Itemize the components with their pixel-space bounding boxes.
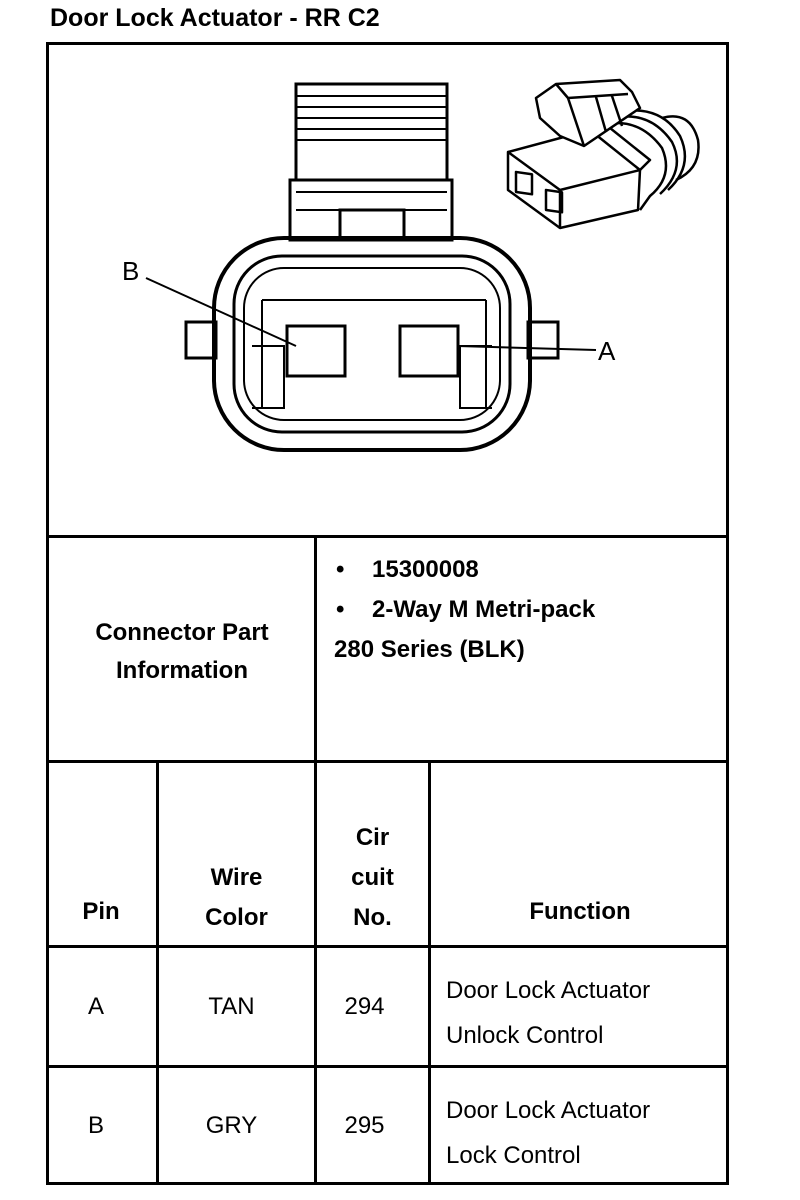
- header-circuit-line1: Cir: [355, 824, 390, 851]
- row-a-pin: A: [87, 993, 104, 1020]
- divider-partinfo-bottom: [46, 760, 729, 763]
- header-wire-line1: Wire: [210, 864, 263, 891]
- divider-row-a-bottom: [46, 1065, 729, 1068]
- bullet-part-number: •: [336, 556, 345, 583]
- pin-cavity-a: [398, 324, 460, 378]
- header-circuit-no: Cir cuit No.: [317, 818, 428, 938]
- header-wire-color: Wire Color: [159, 858, 314, 938]
- divider-partinfo-vertical: [314, 535, 317, 1185]
- connector-body: [184, 236, 560, 452]
- row-a-function-line1: Door Lock Actuator: [446, 977, 651, 1004]
- connector-info-frame: [46, 42, 729, 1185]
- row-a-wire-color: TAN: [208, 993, 255, 1020]
- leader-line-b: [145, 277, 297, 347]
- part-info-label-line1: Connector Part: [95, 619, 269, 646]
- row-b-wire-color: GRY: [205, 1112, 258, 1139]
- bullet-description: •: [336, 596, 345, 623]
- part-info-label: Connector Part Information: [50, 614, 314, 690]
- header-wire-line2: Color: [205, 904, 268, 931]
- pin-label-b: B: [122, 256, 139, 286]
- part-info-label-line2: Information: [116, 657, 248, 684]
- header-circuit-line3: No.: [353, 904, 392, 931]
- row-b-pin: B: [87, 1112, 104, 1139]
- row-b-circuit: 295: [344, 1112, 385, 1139]
- leader-line-a: [457, 345, 597, 351]
- pin-label-a: A: [598, 336, 616, 366]
- part-number: 15300008: [372, 556, 479, 583]
- divider-pin-column: [156, 760, 159, 1185]
- pin-cavity-b: [285, 324, 347, 378]
- row-b-function: Door Lock Actuator Lock Control: [446, 1088, 650, 1178]
- page-title: Door Lock Actuator - RR C2: [50, 4, 380, 32]
- row-b-function-line2: Lock Control: [446, 1142, 581, 1169]
- row-a-function-line2: Unlock Control: [446, 1022, 604, 1049]
- row-a-function: Door Lock Actuator Unlock Control: [446, 968, 650, 1058]
- connector-latch-tower: [288, 82, 454, 242]
- part-description-line2: 280 Series (BLK): [334, 636, 525, 663]
- header-function: Function: [529, 898, 631, 925]
- part-description-line1: 2-Way M Metri-pack: [372, 596, 596, 623]
- row-a-circuit: 294: [344, 993, 385, 1020]
- divider-diagram-bottom: [46, 535, 729, 538]
- connector-face-diagram: B A: [122, 78, 700, 452]
- divider-circuit-column: [428, 760, 431, 1185]
- divider-header-bottom: [46, 945, 729, 948]
- connector-isometric-icon: [506, 78, 700, 230]
- row-b-function-line1: Door Lock Actuator: [446, 1097, 651, 1124]
- header-circuit-line2: cuit: [351, 864, 394, 891]
- header-pin: Pin: [82, 898, 120, 925]
